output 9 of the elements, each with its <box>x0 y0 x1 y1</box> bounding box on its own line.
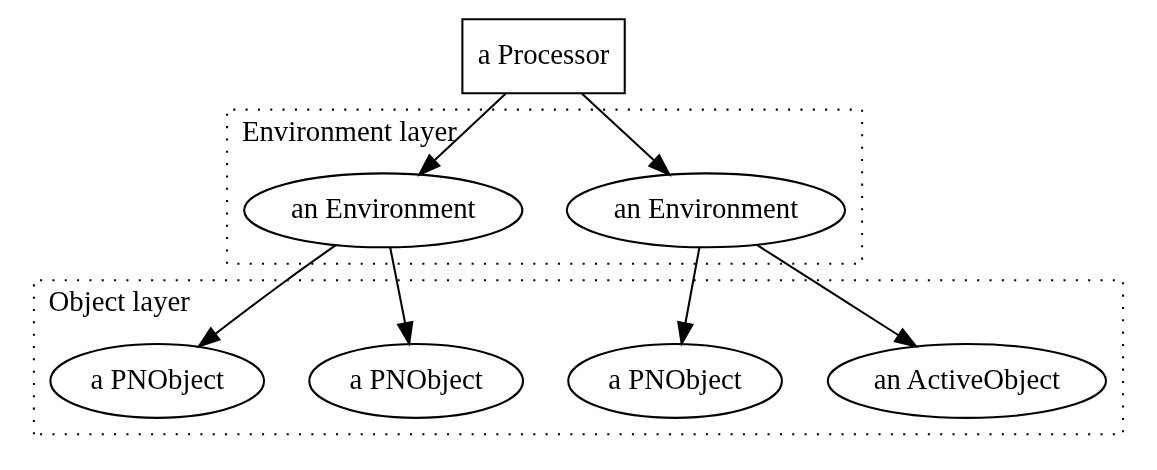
node-ellipse: a PNObject <box>308 342 524 419</box>
node-ellipse: a PNObject <box>567 342 783 419</box>
node-box: a Processor <box>461 18 626 95</box>
node-ellipse: an Environment <box>243 172 524 249</box>
arrow <box>677 247 701 347</box>
node-ellipse: an Environment <box>565 172 847 249</box>
arrow <box>389 247 414 347</box>
node-ellipse: a PNObject <box>49 342 266 419</box>
node-ellipse: an ActiveObject <box>826 342 1108 419</box>
